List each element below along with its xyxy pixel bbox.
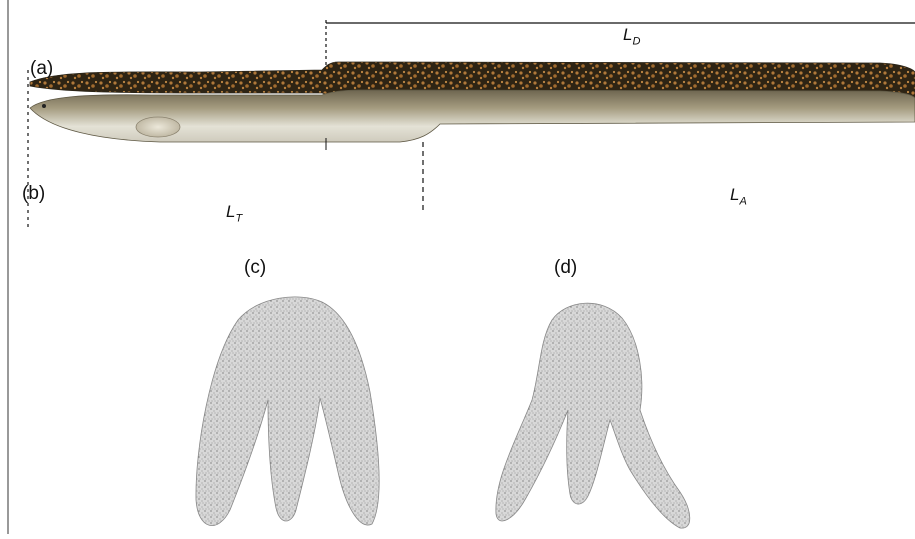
panel-label-c: (c)	[244, 258, 266, 277]
eel-eye	[42, 104, 46, 108]
dorsal-length-label: LD	[623, 26, 640, 47]
panel-label-a: (a)	[30, 59, 53, 78]
eel-lateral-view	[30, 90, 915, 142]
panel-label-d: (d)	[554, 258, 577, 277]
dorsal-length-bracket	[326, 20, 915, 68]
vomerine-tooth-patch-d	[496, 303, 690, 528]
total-length-label: LT	[226, 203, 242, 224]
panel-label-b: (b)	[22, 184, 45, 203]
pectoral-fin	[136, 117, 180, 137]
anal-length-label: LA	[730, 186, 747, 207]
vomerine-tooth-patch-c	[196, 297, 379, 526]
